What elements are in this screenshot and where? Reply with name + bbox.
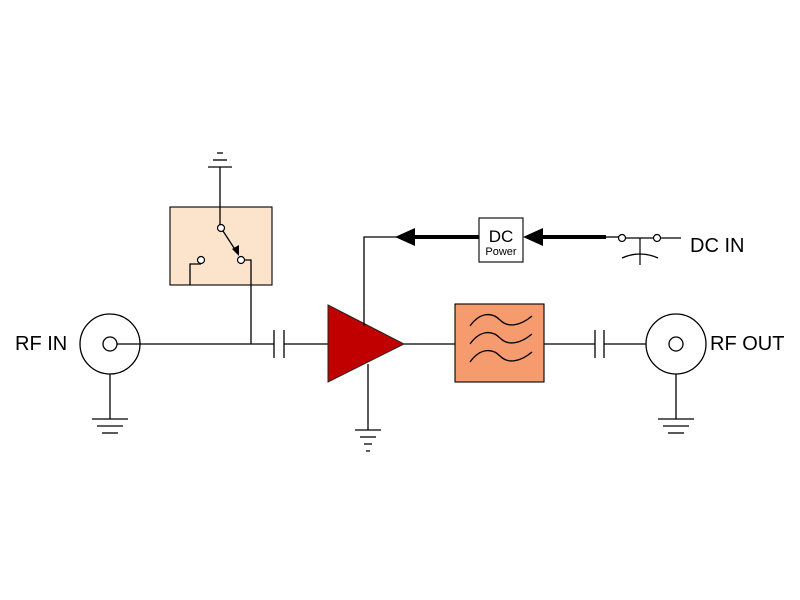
amp-supply-line (363, 236, 400, 326)
dc-box-main-label: DC (489, 227, 514, 246)
rf-in-ground-icon (92, 374, 128, 434)
dc-in-label: DC IN (690, 235, 744, 257)
dc-box-sub-label: Power (485, 246, 517, 258)
dc-power-box: DC Power (478, 217, 524, 263)
amplifier (327, 304, 406, 383)
dc-arrow-to-amp (395, 228, 479, 246)
filter (454, 303, 545, 383)
rf-out-ground-icon (658, 374, 694, 434)
rf-out-label: RF OUT (710, 333, 784, 355)
rf-in-label: RF IN (15, 333, 67, 355)
input-capacitor (273, 330, 285, 358)
filter-wave-icon (469, 314, 533, 327)
dc-arrow-to-box (523, 228, 606, 246)
dc-in-jack-icon (606, 233, 681, 265)
amp-ground-icon (355, 364, 381, 452)
rf-out-connector (645, 313, 707, 375)
switch-box (169, 152, 273, 344)
output-capacitor (594, 330, 605, 358)
